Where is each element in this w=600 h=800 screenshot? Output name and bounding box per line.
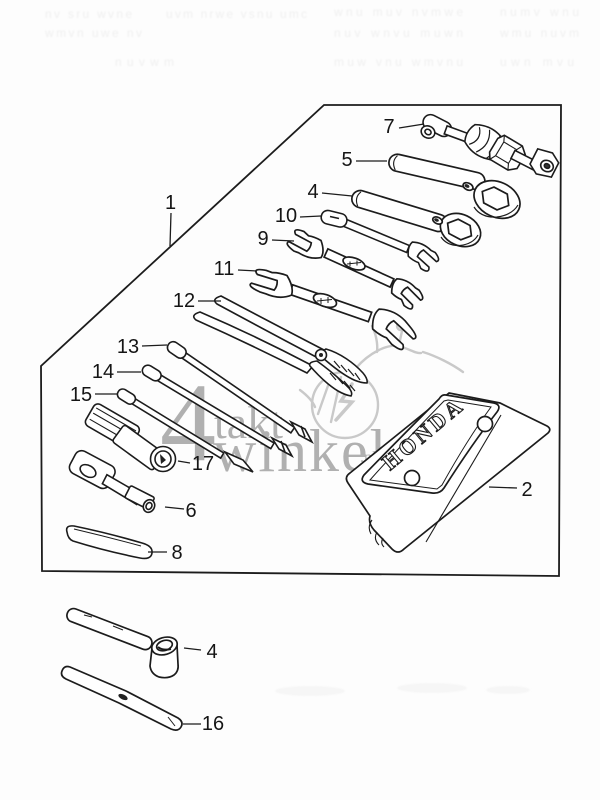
svg-text:15: 15 — [70, 384, 92, 406]
svg-text:7: 7 — [383, 116, 394, 138]
svg-text:nuvwm: nuvwm — [115, 55, 175, 69]
svg-text:takt: takt — [214, 397, 283, 448]
svg-text:16: 16 — [202, 713, 224, 735]
svg-text:nv sru wvne: nv sru wvne — [45, 7, 133, 21]
svg-text:uvm nrwe vsnu umc: uvm nrwe vsnu umc — [166, 7, 308, 21]
svg-text:4: 4 — [206, 641, 217, 663]
svg-text:2: 2 — [521, 479, 532, 501]
svg-text:6: 6 — [185, 500, 196, 522]
svg-text:10: 10 — [275, 205, 297, 227]
svg-text:uwn mvu: uwn mvu — [500, 55, 575, 69]
svg-text:wnu muv nvmwe: wnu muv nvmwe — [333, 5, 464, 19]
svg-text:12: 12 — [173, 290, 195, 312]
svg-text:muw vnu wmvnu: muw vnu wmvnu — [334, 55, 464, 69]
svg-text:1: 1 — [165, 192, 176, 214]
svg-text:13: 13 — [117, 336, 139, 358]
svg-text:8: 8 — [171, 542, 182, 564]
svg-text:14: 14 — [92, 361, 114, 383]
svg-text:11: 11 — [214, 258, 235, 280]
svg-text:9: 9 — [257, 228, 268, 250]
svg-text:4: 4 — [307, 181, 318, 203]
svg-text:5: 5 — [341, 149, 352, 171]
svg-text:17: 17 — [192, 453, 214, 475]
svg-text:nuv wnvu muwn: nuv wnvu muwn — [334, 26, 464, 40]
svg-text:numv wnu: numv wnu — [500, 5, 580, 19]
svg-text:wmvn uwe nv: wmvn uwe nv — [44, 26, 143, 40]
